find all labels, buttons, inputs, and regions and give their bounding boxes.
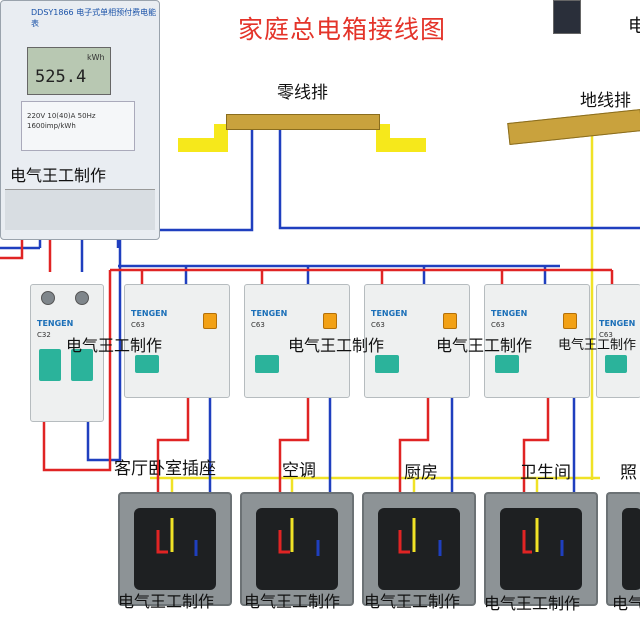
test-button (443, 313, 457, 329)
main-breaker-screw (41, 291, 55, 305)
test-button (203, 313, 217, 329)
branch-breaker-model: C63 (251, 321, 265, 329)
wall-socket (240, 492, 354, 606)
corner-text: 电 (628, 16, 640, 37)
branch-breaker-handle (375, 355, 399, 373)
branch-breaker-model: C63 (131, 321, 145, 329)
neutral-bar (178, 110, 426, 160)
branch-breaker-brand: TENGEN (491, 309, 528, 318)
branch-breaker-model: C63 (599, 331, 613, 339)
main-breaker-screw (75, 291, 89, 305)
circuit-label-living-bedroom: 客厅卧室插座 (114, 459, 216, 479)
branch-breaker: TENGEN C63 (124, 284, 230, 398)
watermark: 电气王工制作 (288, 336, 385, 355)
main-breaker-handle (39, 349, 61, 381)
neutral-bar-brass (226, 114, 380, 130)
branch-breaker-handle (495, 355, 519, 373)
meter-plate-text: 220V 10(40)A 50Hz 1600imp/kWh (27, 112, 96, 130)
branch-breaker: TENGEN C63 (364, 284, 470, 398)
meter-reading: 525.4 (35, 67, 87, 87)
neutral-bar-label: 零线排 (277, 83, 328, 103)
main-breaker-brand: TENGEN (37, 319, 74, 328)
main-breaker-handle (71, 349, 93, 381)
branch-breaker: TENGEN C63 (244, 284, 350, 398)
branch-breaker-brand: TENGEN (131, 309, 168, 318)
watermark: 电气王工制作 (10, 166, 107, 185)
branch-breaker-handle (605, 355, 627, 373)
branch-breaker: TENGEN C63 (484, 284, 590, 398)
meter-brand: DDSY1866 电子式单相预付费电能表 (31, 8, 157, 28)
wall-socket (362, 492, 476, 606)
socket-back (256, 508, 338, 590)
author-avatar (553, 0, 581, 34)
main-breaker: TENGEN C32 (30, 284, 104, 422)
test-button (563, 313, 577, 329)
branch-breaker-model: C63 (371, 321, 385, 329)
branch-breaker-handle (255, 355, 279, 373)
branch-breaker-brand: TENGEN (251, 309, 288, 318)
socket-back (622, 508, 640, 590)
diagram-title: 家庭总电箱接线图 (238, 15, 447, 44)
wall-socket (606, 492, 640, 606)
branch-breaker-model: C63 (491, 321, 505, 329)
watermark: 电气王工制作 (484, 594, 581, 613)
branch-breaker: TENGEN C63 (596, 284, 640, 398)
watermark: 电气王工制作 (244, 592, 341, 611)
main-breaker-model: C32 (37, 331, 51, 339)
circuit-label-lighting: 照 (620, 463, 637, 483)
ground-bar-label: 地线排 (580, 91, 631, 111)
watermark: 电气王工制作 (612, 594, 640, 613)
wall-socket (484, 492, 598, 606)
neutral-bar-bracket-right-post (376, 124, 390, 152)
electric-meter: DDSY1866 电子式单相预付费电能表 525.4 kWh 220V 10(4… (0, 0, 160, 240)
meter-unit: kWh (87, 53, 105, 62)
socket-back (378, 508, 460, 590)
meter-terminal-block (5, 189, 155, 230)
meter-nameplate (21, 101, 135, 151)
socket-back (500, 508, 582, 590)
meter-display (27, 47, 111, 95)
test-button (323, 313, 337, 329)
watermark: 电气王工制作 (118, 592, 215, 611)
socket-back (134, 508, 216, 590)
branch-breaker-brand: TENGEN (371, 309, 408, 318)
watermark: 电气王工制作 (436, 336, 533, 355)
watermark: 电气王工制作 (364, 592, 461, 611)
branch-breaker-handle (135, 355, 159, 373)
circuit-label-bathroom: 卫生间 (520, 463, 571, 483)
watermark: 电气王工制作 (66, 336, 163, 355)
circuit-label-air-conditioner: 空调 (282, 461, 316, 481)
watermark: 电气王工制作 (558, 338, 637, 353)
wall-socket (118, 492, 232, 606)
circuit-label-kitchen: 厨房 (404, 463, 438, 483)
neutral-bar-bracket-left-post (214, 124, 228, 152)
branch-breaker-brand: TENGEN (599, 319, 636, 328)
